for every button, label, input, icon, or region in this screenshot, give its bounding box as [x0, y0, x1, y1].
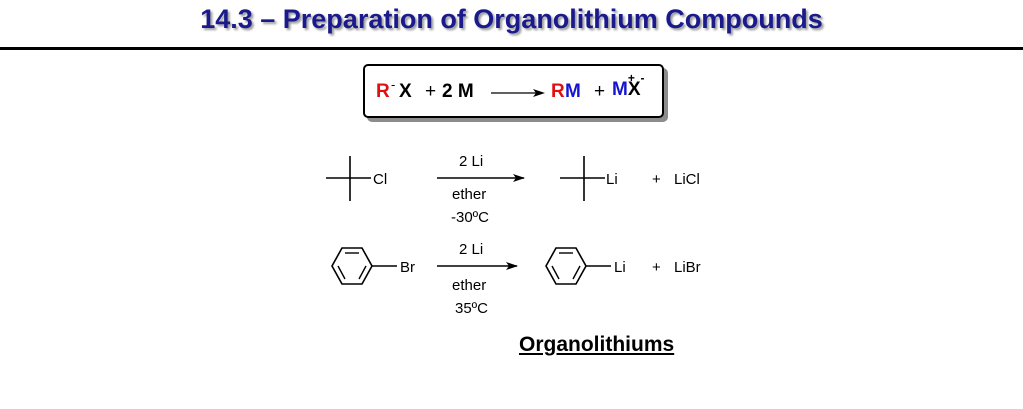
general-equation-box: R - X + 2 M R M + M+X- [363, 64, 664, 118]
phenyllithium: Li [545, 247, 626, 285]
eq-dash: - [391, 77, 396, 92]
eq-halide-charge: - [640, 71, 645, 85]
bromobenzene: Br [331, 247, 415, 285]
tert-butyl-chloride: Cl [326, 156, 387, 201]
r2-plus: + [652, 259, 661, 276]
eq-arrow [491, 89, 545, 97]
r1-plus: + [652, 171, 661, 188]
r2-reactant-atom: Br [400, 259, 415, 276]
r1-solvent: ether [452, 186, 486, 203]
eq-coef-m: 2 M [442, 81, 474, 103]
tert-butyl-lithium: Li [560, 156, 618, 201]
eq-metal-charge: + [627, 71, 635, 85]
eq-r: R [376, 81, 390, 102]
eq-product-r: R [551, 81, 565, 102]
r1-product-atom: Li [606, 171, 618, 188]
eq-plus-1: + [425, 81, 437, 102]
r2-byproduct: LiBr [674, 259, 701, 276]
r2-temperature: 35ºC [455, 300, 488, 317]
r2-solvent: ether [452, 277, 486, 294]
eq-metal: M [612, 79, 628, 100]
r1-byproduct: LiCl [674, 171, 700, 188]
eq-product-m: M [565, 81, 581, 102]
r2-product-atom: Li [614, 259, 626, 276]
section-label: Organolithiums [519, 333, 675, 356]
page-title: 14.3 – Preparation of Organolithium Comp… [200, 4, 823, 34]
r1-reactant-atom: Cl [373, 171, 387, 188]
r1-reagent: 2 Li [459, 153, 483, 170]
eq-metal-ion: M+X- [612, 71, 645, 101]
eq-plus-2: + [594, 81, 606, 102]
title-divider [0, 47, 1023, 50]
r2-reagent: 2 Li [459, 241, 483, 258]
eq-x: X [399, 81, 412, 102]
eq-halide: X [627, 79, 641, 100]
r1-temperature: -30ºC [451, 209, 489, 226]
eq-coef: 2 M [442, 81, 474, 102]
